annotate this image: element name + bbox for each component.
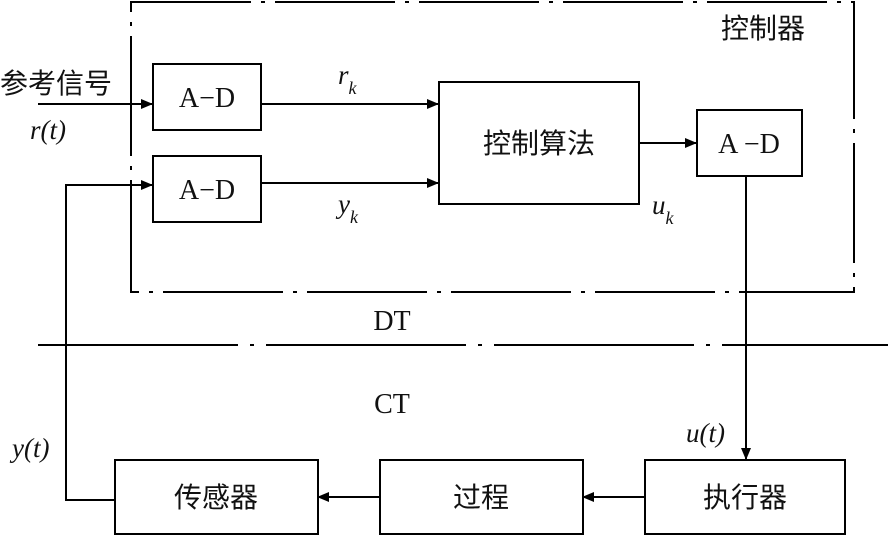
process-block [379,459,584,535]
control-algorithm-label: 控制算法 [483,128,595,160]
ad-converter-output [696,109,803,177]
ut-label: u(t) [686,418,725,448]
dt-label: DT [373,306,410,337]
yk-label: yk [335,189,359,227]
controller-title: 控制器 [721,13,805,45]
controller-boundary [130,1,855,293]
ad-converter-bottom-label: A−D [179,175,235,206]
reference-symbol: r(t) [30,115,66,145]
yt-label: y(t) [9,433,49,463]
ad-converter-output-label: A −D [718,129,780,160]
actuator-block [644,459,846,535]
feedback-path [65,180,153,501]
sensor-label: 传感器 [174,482,258,514]
rk-label: rk [338,60,358,98]
ad-converter-top [152,63,262,131]
ad-converter-top-label: A−D [179,83,235,114]
reference-signal-label: 参考信号 [0,68,112,100]
ct-label: CT [374,389,410,420]
uk-label: uk [652,190,675,228]
actuator-label: 执行器 [703,482,787,514]
ad-converter-bottom [152,155,262,223]
sensor-block [114,459,319,535]
process-label: 过程 [453,482,509,514]
